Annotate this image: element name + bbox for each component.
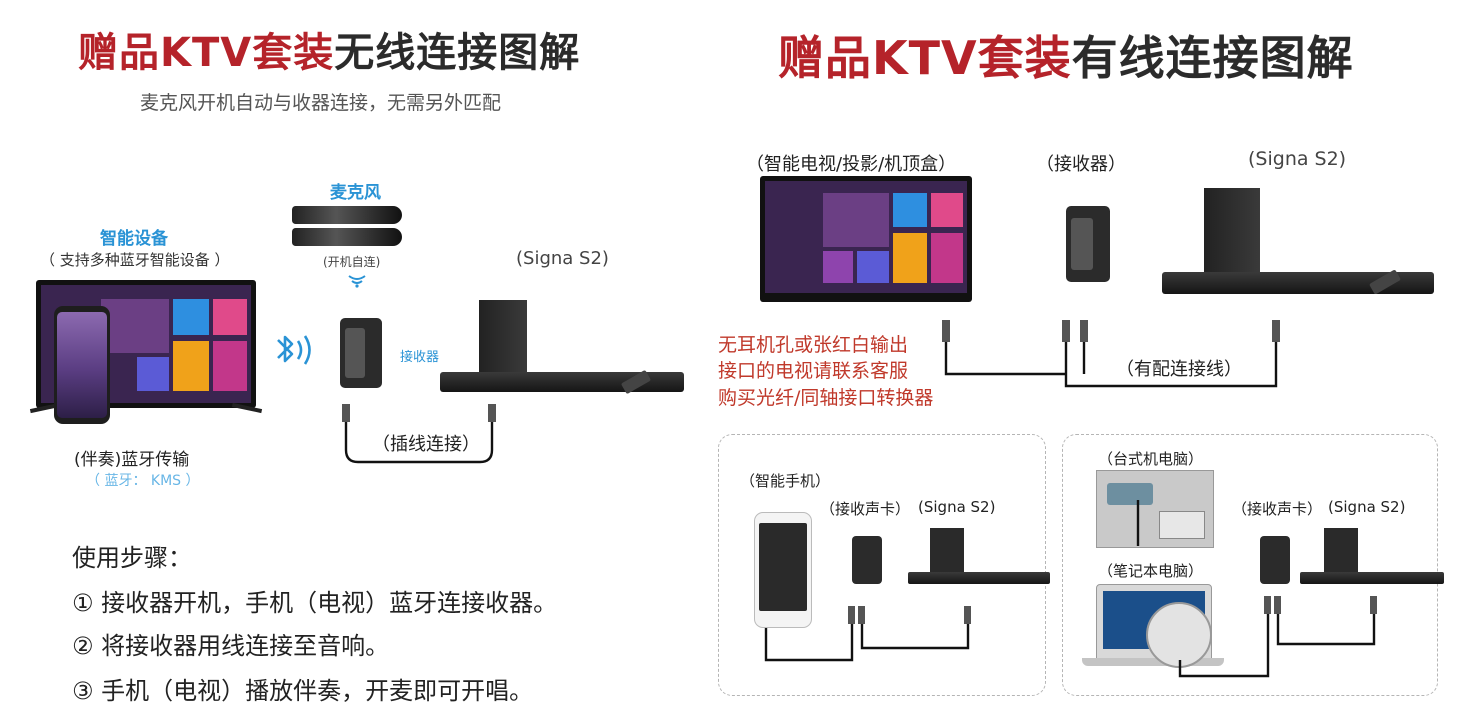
right-tv-tile-indigo: [857, 251, 889, 283]
steps-title: 使用步骤：: [72, 544, 192, 572]
phone-speaker-label: (Signa S2): [918, 498, 996, 516]
right-tv-tile-violet: [823, 251, 853, 283]
right-soundbar: [1162, 272, 1434, 294]
right-tv-tile-orange: [893, 233, 927, 283]
left-tv-tile-pink: [213, 299, 247, 335]
left-receiver: [340, 318, 382, 388]
left-tv-tile-magenta: [213, 341, 247, 391]
right-title-red: 赠品KTV套装: [778, 31, 1072, 85]
left-tv-stand-right: [231, 402, 263, 414]
right-tv-label: （智能电视/投影/机顶盒）: [746, 154, 957, 175]
right-title-dark: 有线连接图解: [1071, 31, 1354, 85]
device-label: 智能设备: [100, 229, 168, 249]
right-subwoofer: [1204, 188, 1260, 276]
mic-note: (开机自连): [323, 255, 381, 269]
right-receiver-label: （接收器）: [1036, 154, 1126, 175]
panel-phone-screen: [759, 523, 807, 611]
bluetooth-icon: [277, 335, 311, 365]
left-speaker-label: (Signa S2): [516, 248, 609, 269]
left-title-dark: 无线连接图解: [334, 30, 581, 76]
plug: [1272, 320, 1280, 342]
left-tv: [29, 280, 263, 414]
computer-panel-soundbar: [1300, 572, 1444, 584]
right-receiver: [1066, 206, 1110, 282]
plug: [488, 404, 496, 422]
panel-phone: [754, 512, 812, 628]
desktop-port-audio: [1107, 483, 1153, 505]
left-tv-tile-purple: [137, 357, 169, 391]
left-receiver-panel: [345, 328, 365, 378]
phone-panel: [718, 434, 1046, 696]
laptop-base: [1082, 658, 1224, 666]
left-phone: [54, 306, 110, 424]
wired-note-1: 无耳机孔或张红白输出: [718, 334, 909, 356]
left-tv-tile-blue: [173, 299, 209, 335]
right-tv-tile-blue: [893, 193, 927, 227]
right-receiver-panel: [1071, 218, 1093, 270]
left-tv-tile-orange: [173, 341, 209, 391]
plug: [942, 320, 950, 342]
plug: [1062, 320, 1070, 342]
mic-2: [292, 228, 402, 246]
bluetooth-label: (伴奏)蓝牙传输: [74, 450, 190, 470]
right-tv-tile-pink: [931, 193, 963, 227]
left-tv-tile-photo: [101, 299, 169, 353]
computer-panel: [1062, 434, 1438, 696]
mic-1: [292, 206, 402, 224]
desktop-ports: [1096, 470, 1214, 548]
left-tv-screen: [41, 285, 251, 403]
desktop-port-dvi: [1159, 511, 1205, 539]
laptop-label: （笔记本电脑）: [1098, 562, 1204, 580]
plug: [1080, 320, 1088, 342]
computer-speaker-label: (Signa S2): [1328, 498, 1406, 516]
wired-note-3: 购买光纤/同轴接口转换器: [718, 387, 934, 409]
phone-panel-subwoofer: [930, 528, 964, 578]
phone-card-label: （接收声卡）: [820, 500, 911, 518]
step-3: ③ 手机（电视）播放伴奏，开麦即可开唱。: [72, 677, 534, 705]
device-note: （ 支持多种蓝牙智能设备 ）: [40, 251, 230, 269]
left-receiver-label: 接收器: [400, 350, 440, 365]
left-title: 赠品KTV套装无线连接图解: [78, 20, 580, 78]
plug: [342, 404, 350, 422]
phone-panel-soundbar: [908, 572, 1050, 584]
bluetooth-name: （ 蓝牙： KMS ）: [86, 473, 200, 489]
mic-label: 麦克风: [330, 183, 381, 203]
laptop-port-zoom: [1146, 602, 1212, 668]
wired-note-2: 接口的电视请联系客服: [718, 360, 909, 382]
desktop-label: （台式机电脑）: [1098, 450, 1204, 468]
computer-panel-subwoofer: [1324, 528, 1358, 578]
wireless-signal-icon: [348, 275, 366, 288]
computer-card-label: （接收声卡）: [1232, 500, 1323, 518]
right-tv-screen: [765, 181, 967, 293]
right-tv-tile-magenta: [931, 233, 963, 283]
left-cable-label: （插线连接）: [372, 434, 480, 455]
phone-label: （智能手机）: [740, 472, 831, 490]
right-tv-tile-photo: [823, 193, 889, 247]
left-subwoofer: [479, 300, 527, 376]
computer-panel-card: [1260, 536, 1290, 584]
step-2: ② 将接收器用线连接至音响。: [72, 632, 390, 660]
step-1: ① 接收器开机，手机（电视）蓝牙连接收器。: [72, 589, 558, 617]
right-cable-label: （有配连接线）: [1116, 359, 1242, 380]
left-phone-screen: [57, 312, 107, 418]
right-title: 赠品KTV套装有线连接图解: [778, 22, 1354, 88]
right-speaker-label: (Signa S2): [1248, 148, 1347, 170]
left-subtitle: 麦克风开机自动与收器连接，无需另外匹配: [140, 92, 502, 114]
phone-panel-card: [852, 536, 882, 584]
right-tv: [760, 176, 972, 302]
left-title-red: 赠品KTV套装: [78, 30, 335, 76]
right-cable-tv: [944, 340, 1066, 376]
